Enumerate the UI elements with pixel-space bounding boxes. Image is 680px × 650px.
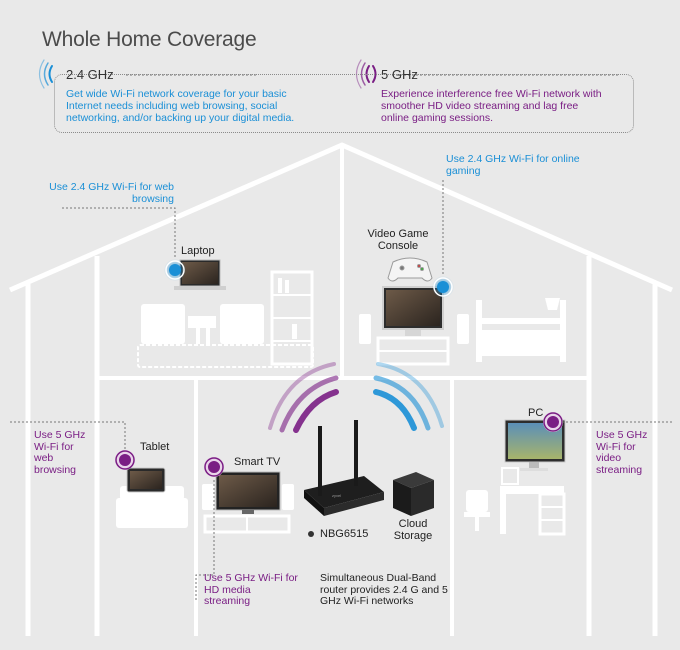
game-controller bbox=[387, 257, 433, 282]
band-5-description: Experience interference free Wi-Fi netwo… bbox=[381, 88, 641, 124]
living-room-furniture bbox=[137, 270, 314, 368]
note-router-line-1: Simultaneous Dual-Band bbox=[320, 572, 437, 584]
note-video-5-line-4: streaming bbox=[596, 463, 643, 476]
label-router: NBG6515 bbox=[320, 528, 369, 540]
label-video-game-console: Video Game Console bbox=[358, 228, 438, 252]
laptop-device bbox=[174, 259, 226, 290]
note-web-5: Use 5 GHz Wi-Fi for web browsing bbox=[34, 429, 94, 476]
note-web-24-line-2: browsing bbox=[131, 192, 174, 205]
band-24-desc-line-3: networking, and/or backing up your digit… bbox=[66, 112, 295, 124]
cloud-storage-device bbox=[393, 472, 434, 516]
note-web-5-line-1: Use 5 GHz bbox=[34, 429, 86, 441]
svg-text:zyxel: zyxel bbox=[332, 493, 341, 498]
label-console-line-2: Console bbox=[377, 240, 419, 252]
note-router-line-3: GHz Wi-Fi networks bbox=[320, 595, 414, 607]
note-router: Simultaneous Dual-Band router provides 2… bbox=[320, 572, 460, 608]
router-wifi-waves bbox=[268, 362, 444, 433]
label-storage-line-2: Storage bbox=[393, 530, 433, 542]
band-5-heading: 5 GHz bbox=[381, 67, 418, 82]
note-media-5-line-2: HD media bbox=[204, 583, 251, 596]
note-video-5-line-3: video bbox=[596, 452, 622, 464]
band-24-desc-line-1: Get wide Wi-Fi network coverage for your… bbox=[66, 88, 287, 100]
label-tablet: Tablet bbox=[140, 441, 170, 453]
note-web-24-line-1: Use 2.4 GHz Wi-Fi for web bbox=[49, 181, 174, 193]
label-pc: PC bbox=[528, 407, 544, 419]
house-walls bbox=[97, 147, 589, 636]
band-5-desc-line-2: smoother HD video streaming and lag free bbox=[381, 100, 579, 112]
band-24-description: Get wide Wi-Fi network coverage for your… bbox=[66, 88, 356, 124]
note-video-5: Use 5 GHz Wi-Fi for video streaming bbox=[596, 429, 656, 476]
band-24-heading: 2.4 GHz bbox=[66, 67, 114, 82]
tv-room-furniture bbox=[202, 484, 294, 534]
laptop-wifi-signal-blue-icon bbox=[164, 259, 186, 281]
note-router-line-2: router provides 2.4 G and 5 bbox=[320, 583, 448, 596]
smart-tv-wifi-signal-purple-icon bbox=[204, 457, 224, 477]
pc-wifi-signal-purple-icon bbox=[543, 412, 563, 432]
note-media-5: Use 5 GHz Wi-Fi for HD media streaming bbox=[204, 572, 314, 608]
tablet-wifi-signal-purple-icon bbox=[115, 450, 135, 470]
note-web-24: Use 2.4 GHz Wi-Fi for web browsing bbox=[44, 181, 174, 205]
band-24-desc-line-2: Internet needs including web browsing, s… bbox=[66, 100, 278, 112]
note-gaming-24-line-1: Use 2.4 GHz Wi-Fi for online bbox=[446, 153, 580, 165]
band-5-desc-line-3: online gaming sessions. bbox=[381, 112, 494, 124]
label-cloud-storage: Cloud Storage bbox=[388, 518, 438, 542]
label-laptop: Laptop bbox=[181, 245, 215, 257]
note-gaming-24: Use 2.4 GHz Wi-Fi for online gaming bbox=[446, 153, 596, 177]
bedroom-furniture bbox=[359, 298, 566, 366]
pc-room-furniture bbox=[464, 467, 566, 536]
house-outline bbox=[8, 142, 674, 636]
band-5-desc-line-1: Experience interference free Wi-Fi netwo… bbox=[381, 88, 602, 100]
note-web-5-line-3: web bbox=[34, 452, 54, 464]
label-smart-tv: Smart TV bbox=[234, 456, 281, 468]
note-media-5-line-1: Use 5 GHz Wi-Fi for bbox=[204, 572, 298, 584]
note-video-5-line-2: Wi-Fi for bbox=[596, 440, 636, 453]
page-title: Whole Home Coverage bbox=[42, 28, 257, 51]
smart-tv-device bbox=[215, 471, 281, 514]
label-console-line-1: Video Game bbox=[367, 228, 429, 240]
note-web-5-line-4: browsing bbox=[34, 463, 77, 476]
tablet-device bbox=[126, 467, 166, 493]
note-web-5-line-2: Wi-Fi for bbox=[34, 440, 74, 453]
console-wifi-signal-blue-icon bbox=[432, 276, 454, 298]
game-monitor bbox=[382, 286, 444, 336]
band-info-box bbox=[54, 74, 634, 133]
band-24-wifi-signal-blue-icon bbox=[38, 59, 53, 89]
router-marker-dot bbox=[308, 531, 314, 537]
note-media-5-line-3: streaming bbox=[204, 595, 251, 607]
note-gaming-24-line-2: gaming bbox=[446, 164, 481, 177]
note-video-5-line-1: Use 5 GHz bbox=[596, 429, 648, 441]
label-storage-line-1: Cloud bbox=[398, 518, 428, 530]
router-device: zyxel bbox=[304, 420, 384, 516]
leader-lines bbox=[10, 74, 672, 600]
